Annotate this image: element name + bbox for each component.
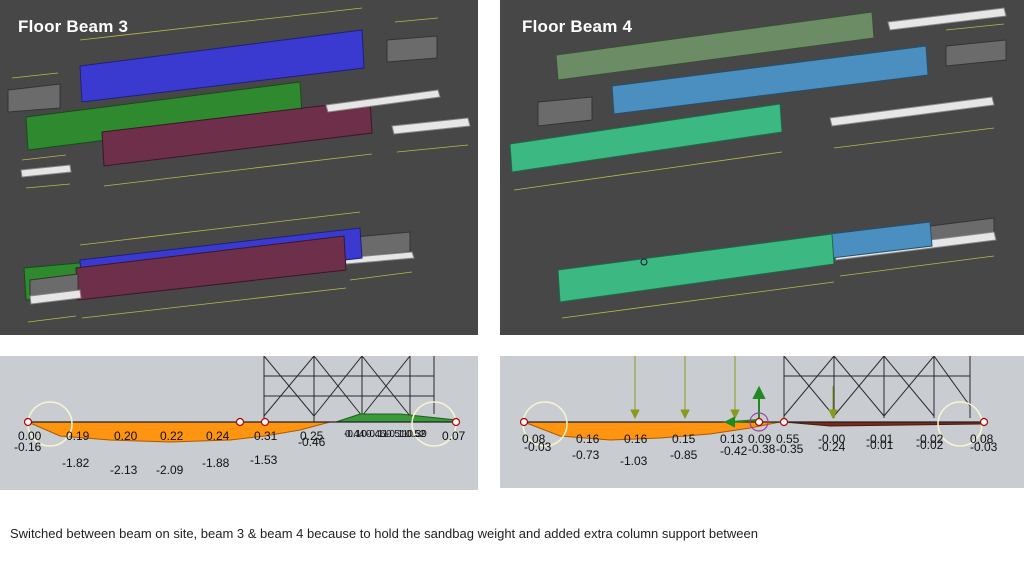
support-node-icon — [519, 417, 989, 427]
value-label: -0.16 — [14, 440, 42, 454]
value-label: -0.01 — [866, 438, 894, 452]
green-up-arrow-icon — [723, 385, 766, 428]
value-label: -0.38 — [748, 442, 776, 456]
moment-fill-dark — [783, 421, 985, 427]
value-label: -1.88 — [202, 456, 230, 470]
beam-mint — [509, 103, 783, 173]
value-label: 0.22 — [160, 429, 184, 443]
truss-lines — [263, 356, 435, 422]
value-label: 0.24 — [206, 429, 230, 443]
value-label: 0.51 — [386, 429, 406, 440]
beam-white — [829, 96, 995, 127]
value-label: 0.09 — [748, 432, 772, 446]
top-label-row: 0.00 0.19 0.20 0.22 0.24 0.31 0.25 0.44 … — [0, 429, 478, 445]
value-label: -1.53 — [250, 453, 278, 467]
value-label: 0.15 — [672, 432, 696, 446]
beam-sage — [555, 11, 875, 81]
value-label: -0.03 — [970, 440, 998, 454]
selection-ring — [749, 412, 769, 432]
moment-fill-green — [335, 413, 457, 423]
value-label: -0.73 — [572, 448, 600, 462]
beam-gray — [537, 96, 593, 127]
value-label: -0.00 — [818, 432, 846, 446]
value-label: 0.55 — [776, 432, 800, 446]
dimension-lines — [561, 255, 995, 319]
value-label: -0.46 — [298, 435, 326, 449]
moment-diagram-beam-4[interactable]: 0.08 0.16 0.16 0.15 0.13 0.09 0.55 -0.00… — [500, 356, 1024, 488]
viewport-floor-beam-4[interactable]: Floor Beam 4 — [500, 0, 1024, 335]
value-label: -0.85 — [670, 448, 698, 462]
value-label: 0.25 — [300, 429, 324, 443]
node-icon — [640, 258, 648, 266]
value-label: 0.07 — [442, 429, 466, 443]
beam-maroon — [101, 99, 373, 167]
beam-mint — [557, 233, 835, 303]
beam-gray — [7, 83, 61, 113]
dimension-lines — [27, 211, 413, 323]
value-label: 0.52 — [406, 429, 426, 440]
top-label-row: 0.08 0.16 0.16 0.15 0.13 0.09 0.55 -0.00… — [500, 432, 1024, 448]
moment-diagram-beam-3[interactable]: 0.00 0.19 0.20 0.22 0.24 0.31 0.25 0.44 … — [0, 356, 478, 490]
truss-lines — [783, 356, 971, 418]
value-label: 0.19 — [66, 429, 90, 443]
value-label: -0.02 — [916, 432, 944, 446]
moment-diagram-svg — [23, 356, 461, 447]
value-label: 0.13 — [720, 432, 744, 446]
value-label: -0.11 — [386, 429, 409, 440]
beam-white — [325, 89, 441, 113]
beam-steel — [829, 221, 933, 259]
support-node-icon — [23, 417, 461, 427]
beam-white — [29, 289, 82, 305]
caption-text: Switched between beam on site, beam 3 & … — [10, 526, 758, 541]
beam-white — [887, 7, 1007, 31]
bottom-label-row: -0.03 -0.73 -1.03 -0.85 -0.42 -0.38 -0.3… — [500, 438, 1024, 468]
beam-gray — [386, 35, 438, 63]
dimension-lines — [11, 7, 469, 189]
value-label: -2.09 — [156, 463, 184, 477]
value-label: 0.08 — [522, 432, 546, 446]
value-label: 0.46 — [366, 429, 386, 440]
viewport-title: Floor Beam 3 — [18, 17, 129, 36]
beam-white — [20, 164, 72, 178]
value-label: 0.00 — [18, 429, 42, 443]
beam-gray — [945, 39, 1007, 67]
moment-diagram-svg — [519, 356, 989, 447]
bottom-label-row: -0.16 -1.82 -2.13 -2.09 -1.88 -1.53 -0.4… — [0, 429, 478, 477]
beam-steel — [611, 45, 929, 115]
beam-model-3d — [7, 7, 471, 323]
value-label: 0.44 — [345, 429, 365, 440]
value-label: -2.13 — [110, 463, 138, 477]
value-label: -1.03 — [620, 454, 648, 468]
viewport-title: Floor Beam 4 — [522, 17, 633, 36]
beam-model-3d — [509, 7, 1007, 319]
value-label: -0.02 — [916, 438, 944, 452]
value-label: 0.08 — [970, 432, 994, 446]
value-label: -0.11 — [366, 429, 389, 440]
value-label: -0.42 — [720, 444, 748, 458]
value-label: 0.31 — [254, 429, 278, 443]
value-label: -0.35 — [776, 442, 804, 456]
dimension-lines — [513, 23, 1005, 191]
moment-fill — [27, 421, 331, 443]
value-label: -0.24 — [818, 440, 846, 454]
value-label: -0.03 — [524, 440, 552, 454]
viewport-floor-beam-3[interactable]: Floor Beam 3 — [0, 0, 478, 335]
beam-blue — [79, 29, 365, 103]
value-label: -0.39 — [404, 429, 427, 440]
moment-fill — [523, 421, 781, 441]
value-label: -1.82 — [62, 456, 90, 470]
value-label: 0.16 — [624, 432, 648, 446]
arrow-down-icon — [630, 356, 838, 420]
value-label: -0.10 — [344, 429, 367, 440]
beam-white — [391, 117, 471, 135]
value-label: 0.16 — [576, 432, 600, 446]
value-label: -0.01 — [866, 432, 894, 446]
value-label: 0.20 — [114, 429, 138, 443]
